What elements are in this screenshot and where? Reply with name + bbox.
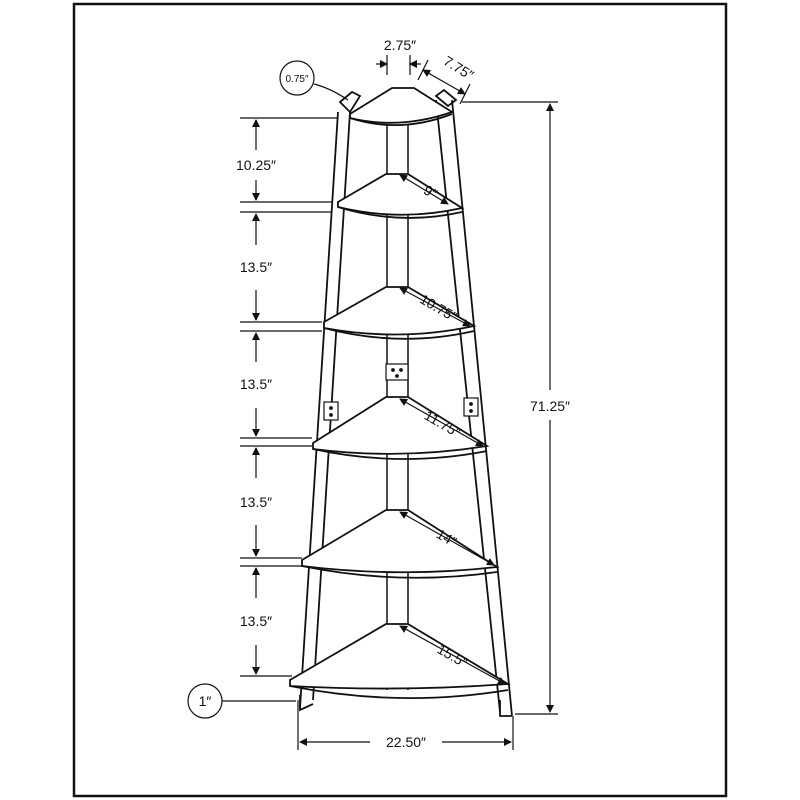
gap-label-5: 13.5″ bbox=[240, 613, 272, 629]
top-depth-label: 7.75″ bbox=[441, 52, 477, 83]
shelf-4 bbox=[301, 509, 500, 574]
shelf-3-edge bbox=[312, 448, 488, 460]
gap-label-2: 13.5″ bbox=[240, 259, 272, 275]
shelf-5-edge bbox=[289, 685, 509, 699]
top-cap-left bbox=[338, 90, 362, 114]
right-foot bbox=[499, 700, 512, 717]
bracket-back bbox=[385, 363, 409, 381]
shelf-top bbox=[349, 87, 455, 124]
gap-label-3: 13.5″ bbox=[240, 376, 272, 392]
gap-label-4: 13.5″ bbox=[240, 494, 272, 510]
shelf-1-edge bbox=[337, 206, 463, 219]
shelf-2-edge bbox=[323, 327, 475, 340]
bracket-right bbox=[463, 397, 479, 417]
panel-thickness-label: 0.75″ bbox=[285, 74, 308, 85]
panel-thickness-callout bbox=[279, 60, 315, 96]
dimension-lines bbox=[222, 55, 558, 750]
bracket-left bbox=[323, 401, 339, 421]
top-width-label: 2.75″ bbox=[384, 37, 416, 53]
bottom-offset-callout bbox=[187, 683, 223, 719]
shelf-1 bbox=[337, 173, 465, 216]
shelf-5 bbox=[289, 623, 511, 690]
left-gap-dims bbox=[240, 117, 338, 677]
shelf-top-edge bbox=[349, 113, 453, 127]
shelf-4-edge bbox=[301, 565, 498, 579]
left-foot bbox=[299, 695, 314, 712]
shelves bbox=[289, 87, 511, 699]
outer-border bbox=[72, 2, 728, 798]
total-height-label: 71.25″ bbox=[530, 398, 570, 414]
base-width-label: 22.50″ bbox=[386, 734, 426, 750]
gap-label-1: 10.25″ bbox=[236, 157, 276, 173]
bottom-offset-label: 1″ bbox=[199, 693, 212, 709]
